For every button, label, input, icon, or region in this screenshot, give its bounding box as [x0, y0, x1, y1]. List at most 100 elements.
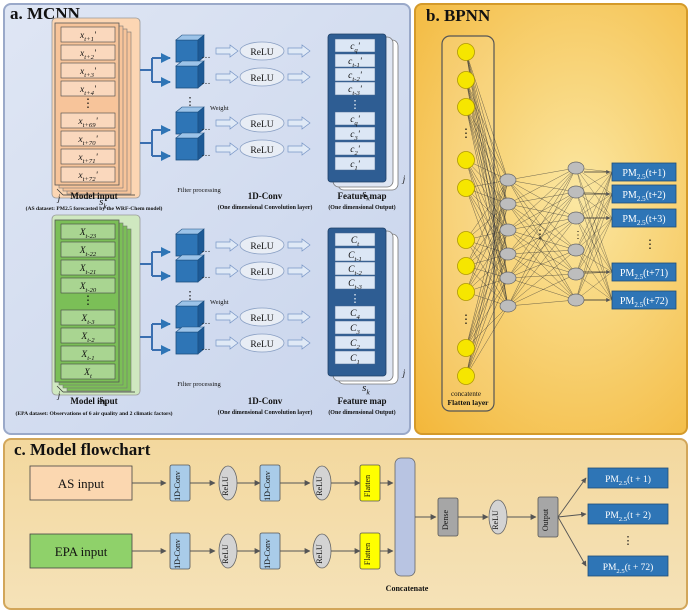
- as-cell: [60, 26, 116, 43]
- bpnn-connection: [465, 253, 509, 293]
- epa-conv-filter-label: Filter processing: [177, 381, 221, 388]
- epa-fm-sk: sk: [362, 382, 370, 396]
- bpnn-connection: [507, 167, 577, 307]
- as-fm-dots: ⋮: [350, 99, 361, 111]
- epa-conv-relu-arrow-out: [287, 310, 311, 324]
- epa-fm-j: j: [402, 368, 406, 378]
- concatenate-bar: [394, 457, 416, 577]
- as-conv-relu-arrow-in: [215, 70, 239, 84]
- as-fm-cell-label: ct-2': [348, 71, 363, 83]
- as-cell-label: xt+4': [79, 85, 97, 97]
- bpnn-connection: [465, 239, 509, 279]
- epa-conv-filter-ellipsis: …: [202, 244, 211, 254]
- bpnn-output-box: [611, 262, 677, 282]
- bpnn-connection: [465, 79, 509, 279]
- as-conv-relu-arrow-out: [287, 44, 311, 58]
- as-fm-cell-label: c1': [350, 160, 361, 172]
- flow-output-box: [587, 555, 669, 577]
- bpnn-connection: [507, 277, 577, 301]
- epa-feature-sub: (One dimensional Output): [328, 409, 395, 416]
- epa-conv-relu-label: ReLU: [250, 314, 273, 324]
- as-sk-label: sk: [99, 196, 107, 210]
- as-axis-diag: [56, 188, 64, 196]
- as-feature-title: Feature map: [337, 191, 386, 201]
- bpnn-output-label: PM2.5(t+72): [620, 296, 668, 309]
- bpnn-connection: [575, 171, 613, 301]
- epa-conv-relu-arrow-in: [215, 310, 239, 324]
- epa-feature-title: Feature map: [337, 396, 386, 406]
- as-cell-label: xt+2': [79, 49, 97, 61]
- epa-flow-relu2-label: ReLU: [315, 544, 324, 564]
- dense-box-label: Dense: [441, 510, 450, 530]
- bpnn-connection: [465, 179, 509, 267]
- as-cell: [60, 148, 116, 165]
- bpnn-connection: [575, 193, 613, 251]
- epa-cell: [60, 345, 116, 362]
- as-flow-flatten-label: Flatten: [363, 475, 372, 497]
- epa-cell-label: Xt-23: [79, 228, 97, 240]
- bpnn-connection: [507, 191, 577, 279]
- epa-fm-cell-label: Ct-1: [348, 251, 362, 263]
- bpnn-connection: [575, 193, 613, 301]
- epa-conv-relu-arrow-out: [287, 264, 311, 278]
- flow-output-label: PM2.5(t + 2): [605, 510, 651, 523]
- as-conv-relu-label: ReLU: [250, 48, 273, 58]
- bpnn-connection: [465, 229, 509, 349]
- epa-fm-cell-label: C1: [350, 354, 360, 366]
- bpnn-connection: [465, 203, 509, 293]
- bpnn-connection: [465, 179, 509, 349]
- as-fm-cell: [334, 126, 376, 141]
- as-conv-filter-block: [175, 137, 199, 161]
- as-conv-filter-block: [175, 111, 199, 135]
- epa-conv-title: 1D-Conv: [248, 396, 283, 406]
- as-conv-relu-label: ReLU: [250, 120, 273, 130]
- bpnn-connection: [575, 171, 613, 219]
- as-flow-input-box: [29, 465, 133, 501]
- output-branch-arrow: [557, 511, 587, 518]
- bpnn-connection: [465, 203, 509, 267]
- bpnn-connection: [507, 167, 577, 255]
- as-conv-filter-ellipsis: …: [202, 122, 211, 132]
- as-conv-filter-ellipsis: …: [202, 50, 211, 60]
- bpnn-connection: [507, 273, 577, 279]
- epa-model-input-title: Model input: [70, 396, 117, 406]
- as-stack-dots: ⋮: [82, 96, 94, 110]
- flatten-neuron: [457, 71, 475, 89]
- as-conv-filter-side: [197, 34, 205, 63]
- as-conv-relu-node: [239, 113, 285, 133]
- epa-fm-cell-label: C2: [350, 339, 360, 351]
- epa-cell: [60, 327, 116, 344]
- epa-conv-filter-block: [175, 331, 199, 355]
- flatten-neuron: [457, 231, 475, 249]
- bpnn-connection: [465, 106, 509, 181]
- flatten-neuron: [457, 179, 475, 197]
- bpnn-connection: [465, 305, 509, 377]
- hidden1-neuron: [499, 247, 517, 261]
- epa-cell-label: Xt: [83, 368, 92, 380]
- bpnn-connection: [507, 249, 577, 255]
- as-conv-title: 1D-Conv: [248, 191, 283, 201]
- epa-flow-relu1-label: ReLU: [221, 544, 230, 564]
- bpnn-connection: [465, 265, 509, 307]
- as-conv-filter-side: [197, 60, 205, 89]
- epa-cell: [60, 259, 116, 276]
- concatenate-label: Concatenate: [386, 584, 429, 593]
- as-cell: [60, 166, 116, 183]
- epa-conv-relu-arrow-out: [287, 336, 311, 350]
- concat-label: concatente: [451, 390, 481, 398]
- epa-cell: [60, 223, 116, 240]
- as-conv-filter-side: [197, 106, 205, 135]
- epa-conv-weight-label: Weight: [210, 299, 229, 306]
- bpnn-connection: [575, 171, 613, 251]
- as-cell: [60, 130, 116, 147]
- epa-flow-conv1-label: 1D-Conv: [173, 539, 182, 569]
- flatten-neuron: [457, 283, 475, 301]
- epa-j-label: j: [57, 390, 61, 400]
- as-flow-input-label: AS input: [58, 476, 105, 491]
- bpnn-connection: [507, 191, 577, 307]
- bpnn-connection: [507, 249, 577, 279]
- bpnn-output-label: PM2.5(t+1): [622, 168, 665, 181]
- flow-output-box: [587, 503, 669, 525]
- as-cell-label: xt+3': [79, 67, 97, 79]
- epa-cell: [60, 241, 116, 258]
